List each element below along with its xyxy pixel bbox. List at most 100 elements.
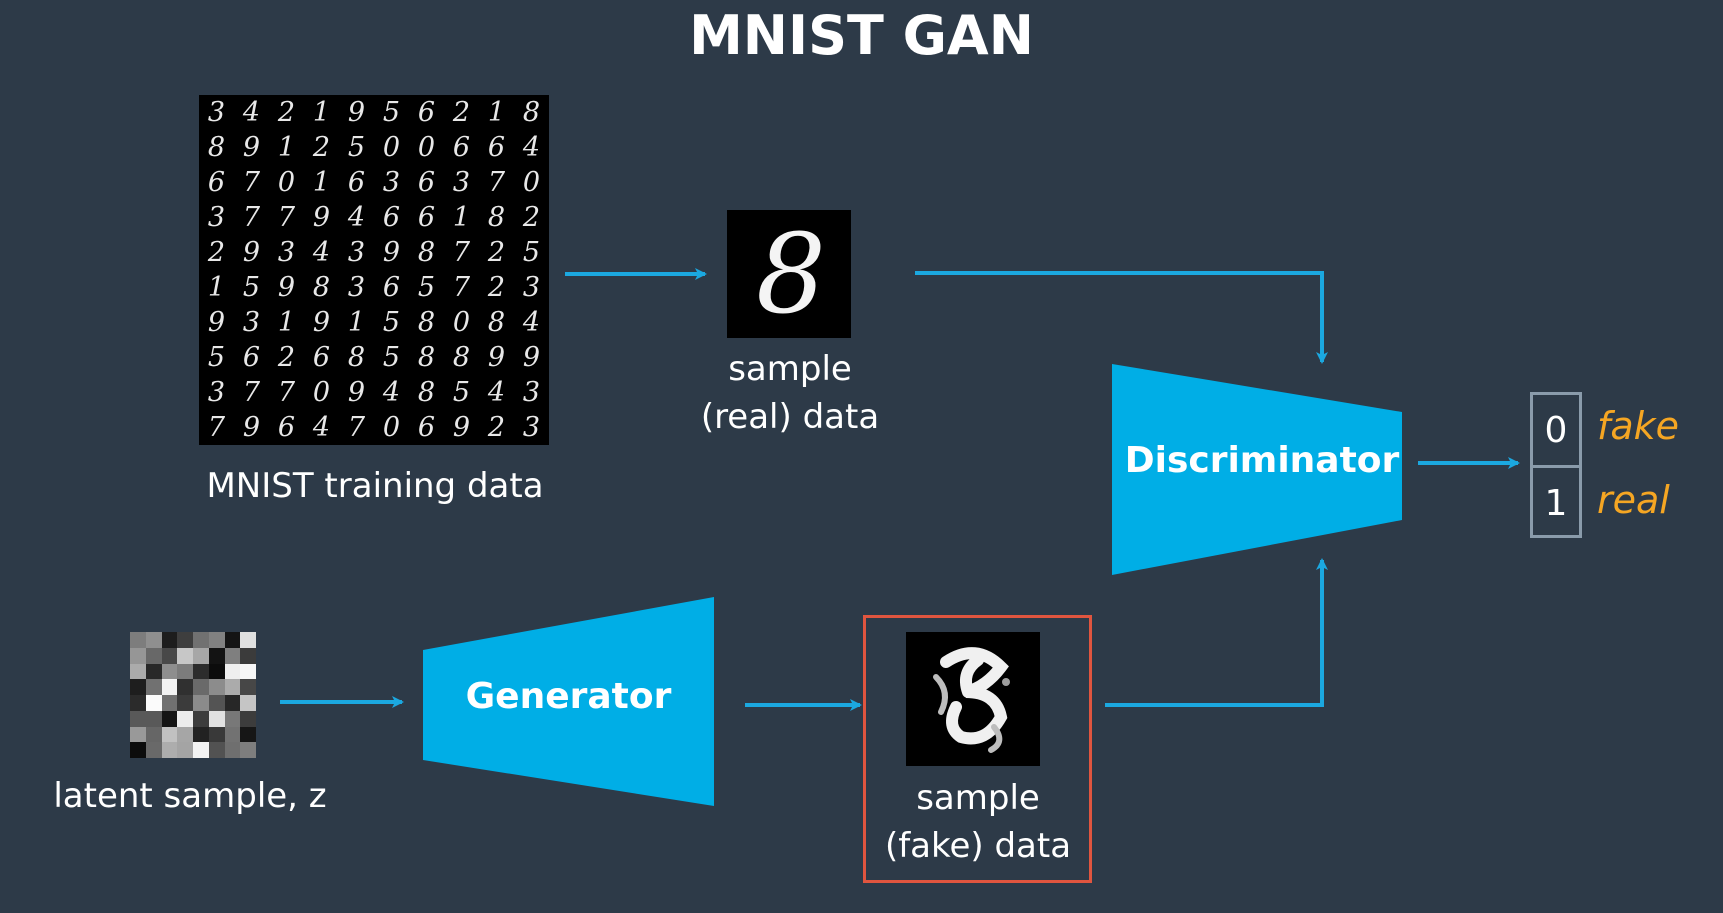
noise-pixel [145, 679, 162, 695]
fake-sample-image [906, 632, 1040, 766]
mnist-digit: 6 [452, 132, 471, 163]
fake-sample-caption-line1: sample [916, 778, 1040, 818]
fake-digit-stroke-noise [933, 674, 1003, 753]
noise-pixel [240, 742, 256, 758]
noise-pixel [161, 710, 178, 727]
noise-pixel [177, 726, 193, 743]
fake-sample-caption-line2: (fake) data [884, 826, 1072, 866]
output-value-real: 1 [1544, 482, 1568, 524]
noise-pixel [208, 742, 225, 758]
noise-pixel [130, 679, 146, 695]
mnist-digit: 9 [242, 132, 261, 163]
noise-pixel [161, 647, 178, 664]
noise-pixel [224, 663, 241, 680]
mnist-digit: 1 [452, 202, 471, 233]
noise-pixel [224, 710, 241, 727]
mnist-digit: 0 [417, 132, 436, 163]
noise-pixel [193, 742, 209, 758]
mnist-digit: 9 [347, 377, 366, 408]
mnist-digit: 1 [207, 272, 226, 303]
mnist-digit: 5 [382, 97, 401, 128]
mnist-digit: 8 [417, 237, 436, 268]
noise-pixel [161, 726, 178, 743]
mnist-digit: 2 [312, 132, 331, 163]
mnist-digit: 9 [207, 307, 226, 338]
mnist-digit: 3 [382, 167, 401, 198]
latent-sample-caption: latent sample, z [53, 776, 327, 816]
noise-pixel [177, 647, 193, 664]
mnist-digit: 7 [347, 412, 366, 443]
noise-pixel [240, 663, 256, 680]
mnist-digit: 1 [312, 167, 331, 198]
mnist-digit: 6 [312, 342, 331, 373]
mnist-digit: 4 [487, 377, 506, 408]
noise-pixel [161, 695, 178, 711]
noise-pixel [177, 663, 193, 680]
mnist-digit: 7 [242, 202, 261, 233]
noise-pixel [145, 710, 162, 727]
noise-pixel [208, 632, 225, 648]
mnist-digit: 7 [277, 377, 296, 408]
mnist-digit: 2 [207, 237, 226, 268]
discriminator-label: Discriminator [1124, 440, 1400, 481]
mnist-digit: 4 [522, 307, 541, 338]
mnist-digit: 5 [452, 377, 471, 408]
mnist-digit: 9 [487, 342, 506, 373]
mnist-digit: 3 [277, 237, 296, 268]
mnist-digit: 4 [382, 377, 401, 408]
output-value-fake: 0 [1533, 395, 1579, 468]
noise-pixel [224, 742, 241, 758]
mnist-digit: 8 [522, 97, 541, 128]
real-digit-text: 8 [756, 210, 826, 338]
mnist-digit: 8 [347, 342, 366, 373]
noise-pixel [145, 663, 162, 680]
mnist-digit: 9 [312, 202, 331, 233]
real-sample-image: 8 [727, 210, 851, 338]
mnist-digit: 8 [487, 202, 506, 233]
mnist-digit: 5 [382, 342, 401, 373]
noise-pixel [161, 663, 178, 680]
mnist-digit: 9 [347, 97, 366, 128]
noise-pixel [130, 726, 146, 743]
noise-pixel [130, 647, 146, 664]
mnist-digit: 6 [417, 202, 436, 233]
noise-pixel [130, 710, 146, 727]
mnist-digit: 0 [522, 167, 541, 198]
noise-pixel [193, 679, 209, 695]
real-sample-caption-line1: sample [728, 349, 852, 389]
latent-noise-image [130, 632, 256, 758]
diagram-title: MNIST GAN [689, 4, 1034, 67]
noise-pixel [208, 726, 225, 743]
mnist-digit: 6 [487, 132, 506, 163]
noise-pixel [193, 632, 209, 648]
mnist-digit: 3 [522, 412, 541, 443]
noise-pixel [177, 695, 193, 711]
noise-pixel [193, 726, 209, 743]
noise-pixel [145, 726, 162, 743]
mnist-digit: 2 [277, 342, 296, 373]
noise-pixel [224, 632, 241, 648]
noise-pixel [240, 710, 256, 727]
mnist-digit: 0 [277, 167, 296, 198]
noise-pixel [208, 663, 225, 680]
mnist-digit: 8 [312, 272, 331, 303]
noise-pixel [224, 726, 241, 743]
noise-pixel [208, 679, 225, 695]
noise-pixel [145, 695, 162, 711]
noise-pixel [224, 679, 241, 695]
mnist-digit: 4 [312, 237, 331, 268]
mnist-digit: 6 [417, 97, 436, 128]
mnist-digit: 2 [487, 237, 506, 268]
mnist-digit: 6 [382, 272, 401, 303]
mnist-digit: 4 [347, 202, 366, 233]
mnist-digit: 1 [312, 97, 331, 128]
mnist-digit: 6 [242, 342, 261, 373]
mnist-digit: 7 [452, 272, 471, 303]
noise-pixel [208, 695, 225, 711]
noise-pixel [240, 632, 256, 648]
noise-pixel [224, 647, 241, 664]
noise-pixel [177, 710, 193, 727]
mnist-digit: 8 [452, 342, 471, 373]
